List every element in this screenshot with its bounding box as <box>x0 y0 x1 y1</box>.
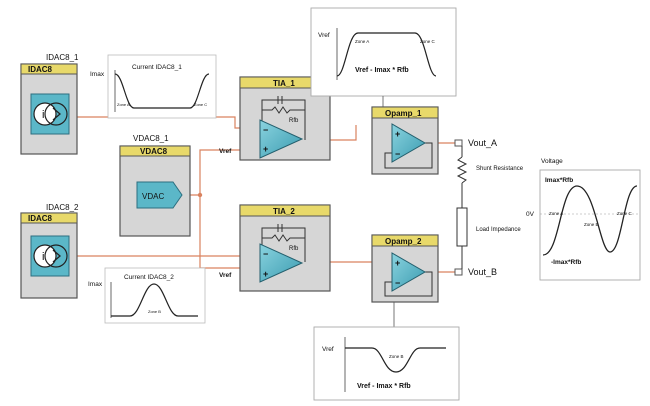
opamp-2-amp-icon <box>391 252 427 292</box>
voltage-bottom-label: -Imax*Rfb <box>551 259 581 266</box>
tia-2-amp-icon <box>259 243 304 283</box>
top-out-zone-c: Zone C <box>420 39 436 44</box>
shunt-resistor-icon <box>456 156 468 184</box>
waveform-current-idac8-1: Current IDAC8_1 Imax Zone A Zone C <box>90 54 217 119</box>
top-out-zone-a: Zone A <box>355 39 369 44</box>
wire-idac1-tia1 <box>77 116 255 129</box>
opamp-1-plus: + <box>395 129 400 139</box>
idac8-2-header <box>20 212 78 224</box>
current1-title: Current IDAC8_1 <box>132 64 182 71</box>
tia-2-block[interactable]: TIA_2 Rfb − + Vref <box>219 204 331 292</box>
load-impedance-text: Load Impedance <box>476 227 521 233</box>
voltage-curve <box>542 185 638 256</box>
idac8-2-block[interactable]: IDAC8_2 IDAC8 i <box>20 203 79 299</box>
idac8-2-title: IDAC8 <box>28 214 53 223</box>
opamp-2-title: Opamp_2 <box>385 237 422 246</box>
bottom-out-curve <box>345 347 446 373</box>
opamp-2-header <box>371 234 439 247</box>
voltage-title: Voltage <box>541 158 563 165</box>
opamp-2-minus: − <box>395 278 400 288</box>
shunt-resistance-label: Shunt Resistance <box>476 166 524 172</box>
idac8-1-title: IDAC8 <box>28 65 53 74</box>
tia-2-header <box>239 204 331 217</box>
vdac8-1-instance-label: VDAC8_1 <box>133 134 169 143</box>
current-source-icon: i <box>30 93 70 135</box>
opamp-2-feedback <box>384 271 433 297</box>
opamp-1-block[interactable]: Opamp_1 + − <box>371 106 439 175</box>
terminal-a-pin <box>454 139 463 147</box>
waveform-top-output: Vref Zone A Zone C Vref - Imax * Rfb <box>310 7 457 107</box>
load-impedance-label: Load Impedance <box>476 227 521 233</box>
current1-zone-c: Zone C <box>194 102 207 107</box>
voltage-zone-b: Zone B <box>584 222 599 227</box>
current-source-symbol: i <box>42 109 44 121</box>
wire-vdac-tia2 <box>199 195 240 269</box>
output-terminal-b[interactable]: Vout_B <box>454 267 497 277</box>
current1-ylabel: Imax <box>90 71 105 78</box>
opamp-1-header <box>371 106 439 119</box>
top-out-curve <box>336 32 437 77</box>
tia-1-rfb-label: Rfb <box>289 118 299 124</box>
shunt-resistance-text: Shunt Resistance <box>476 166 524 172</box>
tia-1-amp-icon <box>259 119 304 159</box>
wire-junction <box>197 192 203 198</box>
current2-ylabel: Imax <box>88 281 103 288</box>
opamp-2-plus: + <box>395 258 400 268</box>
waveform-current-idac8-2: Current IDAC8_2 Imax Zone B <box>88 267 206 324</box>
waveform-load-voltage: Voltage Imax*Rfb 0V Zone A Zone B Zone C… <box>526 158 641 281</box>
vdac8-1-header <box>119 145 191 157</box>
vdac8-1-title: VDAC8 <box>140 147 168 156</box>
current1-zone-a: Zone A <box>117 102 130 107</box>
opamp-1-title: Opamp_1 <box>385 109 422 118</box>
load-impedance-icon <box>456 207 468 247</box>
waveform-bottom-output: Vref Zone B Vref - Imax * Rfb <box>313 302 460 401</box>
terminal-b-pin <box>454 268 463 276</box>
vdac-symbol-icon: VDAC <box>136 181 183 209</box>
bottom-out-caption: Vref - Imax * Rfb <box>357 383 411 390</box>
tia-1-title: TIA_1 <box>273 79 295 88</box>
tia-2-vref-label: Vref <box>219 272 232 279</box>
tia-2-title: TIA_2 <box>273 207 295 216</box>
current2-curve <box>111 283 198 317</box>
idac8-1-block[interactable]: IDAC8_1 IDAC8 i <box>20 53 79 155</box>
opamp-1-feedback <box>384 142 433 169</box>
bottom-out-ylabel: Vref <box>322 346 334 353</box>
output-terminal-a[interactable]: Vout_A <box>454 138 497 148</box>
vdac-symbol-label: VDAC <box>142 192 164 201</box>
opamp-1-amp-icon <box>391 123 427 163</box>
vout-b-label: Vout_B <box>468 267 497 277</box>
current1-curve <box>114 73 210 109</box>
current-source-icon: i <box>30 235 70 277</box>
idac8-1-header <box>20 63 78 75</box>
opamp-1-minus: − <box>395 149 400 159</box>
idac8-1-instance-label: IDAC8_1 <box>46 53 79 62</box>
tia-2-minus: − <box>263 249 268 259</box>
voltage-zero-label: 0V <box>526 211 535 218</box>
feedback-network <box>261 96 306 140</box>
tia-1-plus: + <box>263 144 268 154</box>
current-source-symbol: i <box>42 251 44 263</box>
wire-vdac-tia1 <box>190 149 240 196</box>
tia-2-rfb-label: Rfb <box>289 246 299 252</box>
voltage-top-label: Imax*Rfb <box>545 177 573 184</box>
load-path <box>456 146 468 269</box>
feedback-network <box>261 224 306 262</box>
voltage-zone-c: Zone C <box>617 211 633 216</box>
tia-2-frame <box>239 204 331 292</box>
tia-2-plus: + <box>263 269 268 279</box>
idac8-2-instance-label: IDAC8_2 <box>46 203 79 212</box>
bottom-out-zone-b: Zone B <box>389 354 404 359</box>
opamp-2-block[interactable]: Opamp_2 + − <box>371 234 439 303</box>
tia-1-minus: − <box>263 125 268 135</box>
top-out-caption: Vref - Imax * Rfb <box>355 67 409 74</box>
current2-zone-b: Zone B <box>148 309 161 314</box>
top-out-ylabel: Vref <box>318 32 330 39</box>
current2-title: Current IDAC8_2 <box>124 274 174 281</box>
vout-a-label: Vout_A <box>468 138 497 148</box>
voltage-zone-a: Zone A <box>549 211 563 216</box>
vdac8-1-block[interactable]: VDAC8_1 VDAC8 VDAC <box>119 134 191 237</box>
tia-1-vref-label: Vref <box>219 148 232 155</box>
